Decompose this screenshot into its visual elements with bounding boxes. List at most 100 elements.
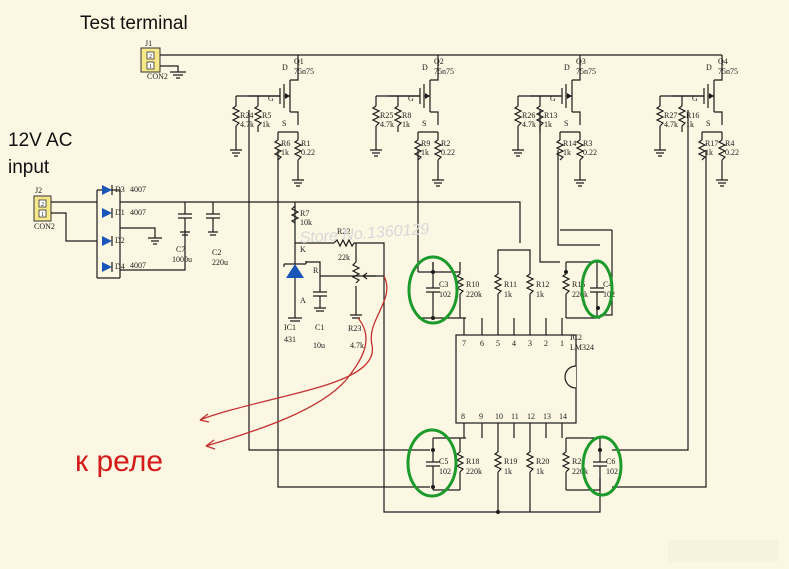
relay-arrows bbox=[199, 275, 388, 450]
svg-text:10u: 10u bbox=[313, 341, 325, 350]
svg-text:R7: R7 bbox=[300, 209, 309, 218]
svg-text:D3: D3 bbox=[115, 185, 125, 194]
resistor-r7: R7 10k bbox=[290, 205, 312, 227]
svg-text:S: S bbox=[706, 119, 710, 128]
ic-pin-label: 11 bbox=[511, 412, 519, 421]
svg-text:C7: C7 bbox=[176, 245, 185, 254]
svg-text:1k: 1k bbox=[536, 467, 544, 476]
ic-pin-label: 6 bbox=[480, 339, 484, 348]
svg-text:4.7k: 4.7k bbox=[350, 341, 364, 350]
mosfet-part: 75n75 bbox=[576, 67, 596, 76]
ic-pin-label: 5 bbox=[496, 339, 500, 348]
svg-text:1k: 1k bbox=[421, 148, 429, 157]
svg-text:0.22: 0.22 bbox=[301, 148, 315, 157]
svg-text:4007: 4007 bbox=[130, 261, 146, 270]
svg-text:R25: R25 bbox=[380, 111, 393, 120]
svg-text:C6: C6 bbox=[606, 457, 615, 466]
mosfet-part: 75n75 bbox=[434, 67, 454, 76]
svg-text:R23: R23 bbox=[348, 324, 361, 333]
capacitor-c7: C7 1000u bbox=[172, 202, 192, 264]
potentiometer-r23: R23 4.7k bbox=[348, 243, 376, 350]
svg-text:4.7k: 4.7k bbox=[240, 120, 254, 129]
highlight-circles bbox=[406, 255, 623, 498]
svg-text:R13: R13 bbox=[544, 111, 557, 120]
ground-symbol bbox=[170, 71, 186, 79]
svg-text:K: K bbox=[300, 245, 306, 254]
mosfet-part: 75n75 bbox=[294, 67, 314, 76]
svg-text:R26: R26 bbox=[522, 111, 535, 120]
svg-text:1k: 1k bbox=[536, 290, 544, 299]
svg-text:R17: R17 bbox=[705, 139, 718, 148]
svg-text:D1: D1 bbox=[115, 208, 125, 217]
svg-text:2: 2 bbox=[41, 202, 44, 208]
svg-text:2: 2 bbox=[149, 54, 152, 60]
svg-text:R18: R18 bbox=[466, 457, 479, 466]
svg-text:R: R bbox=[313, 266, 319, 275]
svg-text:4.7k: 4.7k bbox=[664, 120, 678, 129]
svg-text:4.7k: 4.7k bbox=[522, 120, 536, 129]
svg-text:A: A bbox=[300, 296, 306, 305]
ic-pin-label: 1 bbox=[560, 339, 564, 348]
svg-text:S: S bbox=[282, 119, 286, 128]
svg-text:102: 102 bbox=[439, 467, 451, 476]
svg-text:S: S bbox=[422, 119, 426, 128]
svg-text:IC2: IC2 bbox=[570, 333, 582, 342]
svg-text:R6: R6 bbox=[281, 139, 290, 148]
svg-text:1k: 1k bbox=[544, 120, 552, 129]
diode-d4: D4 4007 bbox=[102, 261, 146, 272]
svg-text:C4: C4 bbox=[603, 280, 612, 289]
svg-text:0.22: 0.22 bbox=[441, 148, 455, 157]
svg-text:1000u: 1000u bbox=[172, 255, 192, 264]
ic-pin-label: 9 bbox=[479, 412, 483, 421]
mosfet-ref: Q2 bbox=[434, 57, 444, 66]
mosfet-ref: Q4 bbox=[718, 57, 728, 66]
svg-text:R1: R1 bbox=[301, 139, 310, 148]
svg-text:C5: C5 bbox=[439, 457, 448, 466]
svg-text:LM324: LM324 bbox=[570, 343, 594, 352]
ic-pin-label: 7 bbox=[462, 339, 466, 348]
svg-text:4007: 4007 bbox=[130, 185, 146, 194]
ac-input-label-line2: input bbox=[8, 157, 50, 178]
svg-text:D2: D2 bbox=[115, 236, 125, 245]
svg-text:D: D bbox=[564, 63, 570, 72]
capacitor-c2: C2 220u bbox=[206, 202, 228, 267]
svg-text:R14: R14 bbox=[563, 139, 576, 148]
svg-text:4007: 4007 bbox=[130, 208, 146, 217]
svg-text:0.22: 0.22 bbox=[725, 148, 739, 157]
svg-text:1k: 1k bbox=[402, 120, 410, 129]
svg-text:G: G bbox=[268, 94, 274, 103]
svg-text:431: 431 bbox=[284, 335, 296, 344]
svg-text:102: 102 bbox=[439, 290, 451, 299]
diode-d1: D1 4007 bbox=[102, 208, 146, 218]
svg-text:1k: 1k bbox=[705, 148, 713, 157]
svg-text:R3: R3 bbox=[583, 139, 592, 148]
svg-text:R15: R15 bbox=[572, 280, 585, 289]
svg-text:R19: R19 bbox=[504, 457, 517, 466]
svg-text:IC1: IC1 bbox=[284, 323, 296, 332]
svg-text:10k: 10k bbox=[300, 218, 312, 227]
svg-text:R12: R12 bbox=[536, 280, 549, 289]
svg-text:1k: 1k bbox=[686, 120, 694, 129]
ic-pin-label: 8 bbox=[461, 412, 465, 421]
ic-pin-label: 4 bbox=[512, 339, 516, 348]
corner-watermark bbox=[668, 540, 778, 562]
svg-text:R8: R8 bbox=[402, 111, 411, 120]
mosfet-part: 75n75 bbox=[718, 67, 738, 76]
svg-text:G: G bbox=[550, 94, 556, 103]
j1-ref: J1 bbox=[145, 39, 152, 48]
svg-text:R10: R10 bbox=[466, 280, 479, 289]
svg-text:1k: 1k bbox=[504, 467, 512, 476]
svg-text:C2: C2 bbox=[212, 248, 221, 257]
j2-ref: J2 bbox=[35, 186, 42, 195]
